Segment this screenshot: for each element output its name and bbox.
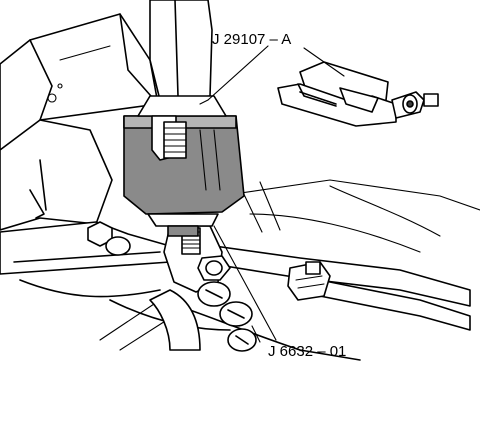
callout-j29107-a: J 29107 – A (212, 31, 291, 48)
puller-j6632-01 (123, 95, 245, 237)
ball-joint (149, 225, 257, 352)
callout-j6632-01: J 6632 – 01 (268, 343, 346, 360)
leader-lines (199, 45, 345, 343)
hose-clamp (287, 261, 331, 301)
vehicle-frame (0, 0, 480, 361)
fork-tool-j29107-a (277, 61, 439, 127)
pivot-bolt (87, 221, 131, 256)
